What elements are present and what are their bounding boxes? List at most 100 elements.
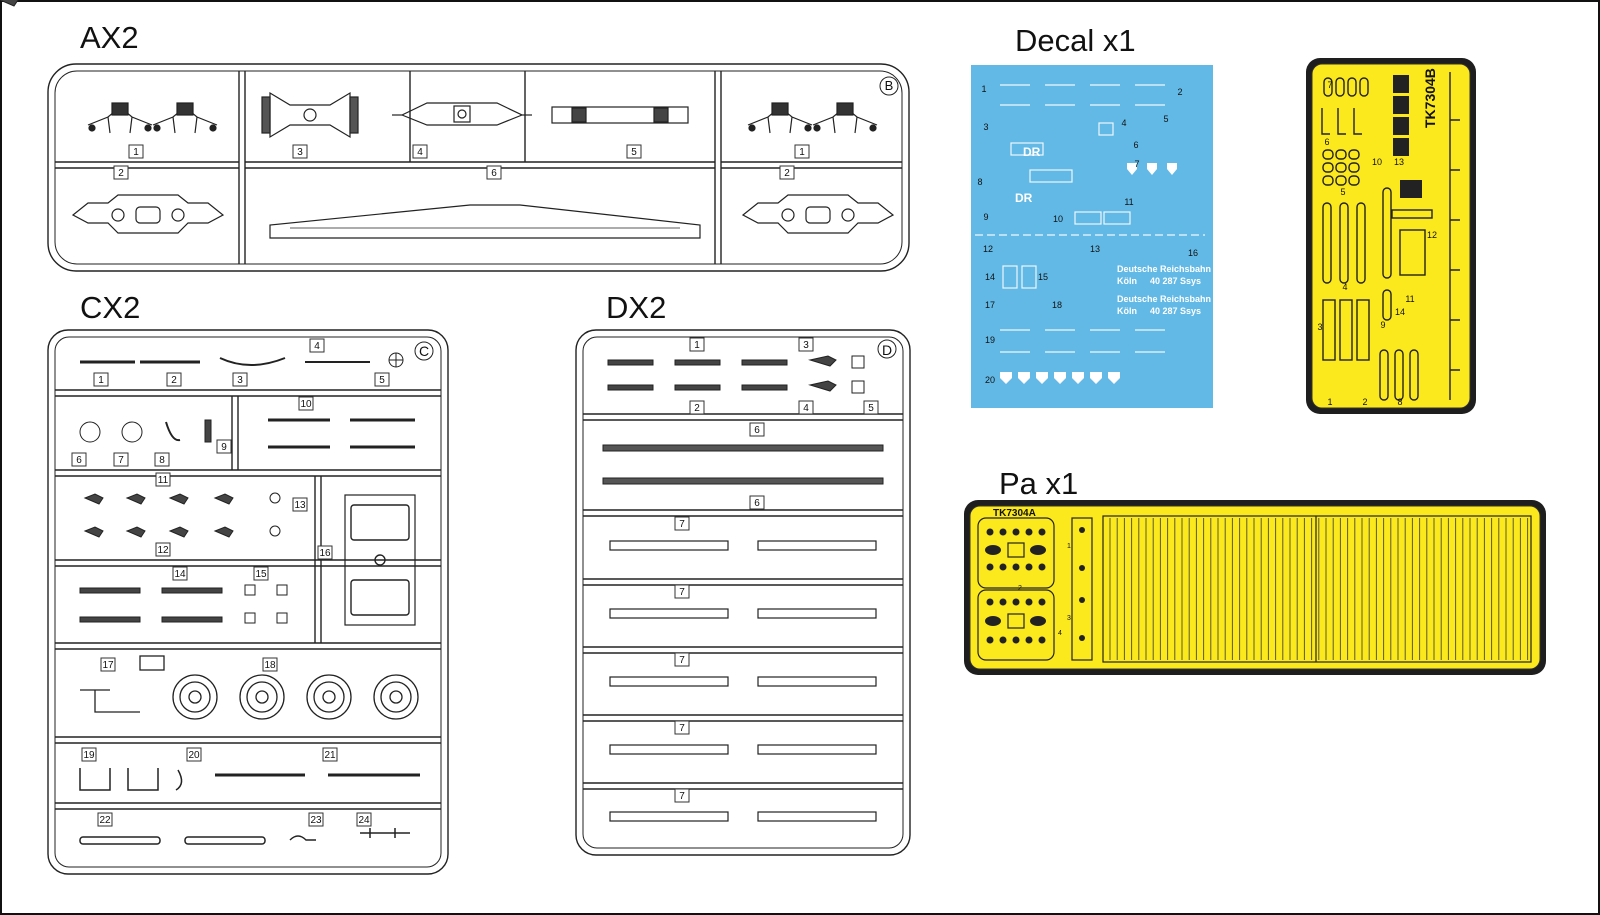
svg-text:3: 3 (803, 340, 809, 351)
svg-text:10: 10 (300, 399, 312, 410)
svg-text:1: 1 (1327, 397, 1332, 407)
part-number-c-4: 4 (309, 338, 325, 353)
svg-text:7: 7 (1134, 159, 1139, 169)
sprue-letter-c: C (419, 343, 429, 359)
svg-text:9: 9 (1380, 320, 1385, 330)
svg-text:16: 16 (1188, 248, 1198, 258)
svg-text:2: 2 (1362, 397, 1367, 407)
svg-text:14: 14 (174, 569, 186, 580)
svg-text:17: 17 (985, 300, 995, 310)
sprue-letter-d: D (882, 342, 892, 358)
svg-text:24: 24 (358, 815, 370, 826)
part-number-c-3: 3 (232, 372, 248, 387)
etch-fret-a: TK7304A (964, 500, 1546, 675)
svg-text:4: 4 (1342, 282, 1347, 292)
svg-text:18: 18 (1052, 300, 1062, 310)
svg-text:23: 23 (310, 815, 322, 826)
svg-text:17: 17 (102, 660, 114, 671)
decal-text-number: 40 287 (1150, 276, 1178, 286)
part-number-d-3: 3 (798, 337, 814, 352)
svg-text:C: C (419, 343, 429, 359)
svg-text:7: 7 (118, 455, 124, 466)
part-number-d-5: 5 (863, 400, 879, 415)
svg-text:6: 6 (1133, 140, 1138, 150)
svg-text:20: 20 (985, 375, 995, 385)
svg-text:1: 1 (98, 375, 104, 386)
part-number-c-13: 13 (292, 497, 308, 512)
decal-number-12: 12 (983, 244, 993, 254)
svg-text:6: 6 (491, 168, 497, 179)
decal-number-5: 5 (1163, 114, 1168, 124)
svg-text:4: 4 (1121, 118, 1126, 128)
svg-text:5: 5 (868, 403, 874, 414)
etch-b-number-13: 13 (1394, 157, 1404, 167)
etch-a-code: TK7304A (993, 508, 1036, 519)
etch-b-number-6: 6 (1324, 137, 1329, 147)
svg-text:D: D (882, 342, 892, 358)
decal-number-2: 2 (1177, 87, 1182, 97)
svg-text:7: 7 (679, 655, 685, 666)
part-number-d-9: 7 (674, 584, 690, 599)
part-number-c-6: 6 (71, 452, 87, 467)
part-number-c-1: 1 (93, 372, 109, 387)
svg-text:5: 5 (631, 147, 637, 158)
part-number-d-8: 7 (674, 516, 690, 531)
decal-text-dr-2: DR (1015, 191, 1033, 205)
svg-text:13: 13 (1090, 244, 1100, 254)
decal-number-9: 9 (983, 212, 988, 222)
part-number-d-6: 6 (749, 422, 765, 437)
part-number-d-4: 4 (798, 400, 814, 415)
svg-text:1: 1 (1067, 543, 1071, 550)
svg-text:1: 1 (981, 84, 986, 94)
part-number-d-1: 1 (689, 337, 705, 352)
svg-text:7: 7 (679, 791, 685, 802)
sprue-c-parts (0, 0, 420, 845)
svg-text:5: 5 (1163, 114, 1168, 124)
etch-a-number-2: 2 (1018, 585, 1022, 592)
part-number-c-10: 10 (298, 396, 314, 411)
svg-text:6: 6 (754, 498, 760, 509)
svg-text:12: 12 (983, 244, 993, 254)
part-number-c-9: 9 (216, 439, 232, 454)
sprue-d-parts (602, 355, 884, 822)
svg-text:5: 5 (379, 375, 385, 386)
svg-text:1: 1 (133, 147, 139, 158)
svg-text:8: 8 (977, 177, 982, 187)
svg-text:11: 11 (1124, 197, 1133, 207)
svg-text:16: 16 (319, 548, 331, 559)
part-number-c-11: 11 (155, 472, 171, 487)
part-number-a-6: 6 (486, 165, 502, 180)
svg-text:10: 10 (1053, 214, 1063, 224)
part-number-d-10: 7 (674, 652, 690, 667)
etch-b-number-5: 5 (1340, 187, 1345, 197)
decal-number-16: 16 (1188, 248, 1198, 258)
part-number-a-2: 2 (113, 165, 129, 180)
part-number-c-18: 18 (262, 657, 278, 672)
decal-number-4: 4 (1121, 118, 1126, 128)
part-number-d-2: 2 (689, 400, 705, 415)
sprue-letter-b: B (885, 78, 894, 93)
svg-text:8: 8 (159, 455, 165, 466)
svg-text:2: 2 (694, 403, 700, 414)
svg-text:2: 2 (118, 168, 124, 179)
svg-text:15: 15 (1038, 272, 1048, 282)
decal-number-8: 8 (977, 177, 982, 187)
decal-number-15: 15 (1038, 272, 1048, 282)
part-number-c-15: 15 (253, 566, 269, 581)
svg-text:4: 4 (1058, 630, 1062, 637)
svg-text:4: 4 (314, 341, 320, 352)
part-number-c-8: 8 (154, 452, 170, 467)
part-number-c-17: 17 (100, 657, 116, 672)
decal-text-reichsbahn: Deutsche Reichsbahn (1117, 264, 1211, 274)
decal-number-6: 6 (1133, 140, 1138, 150)
part-number-c-23: 23 (308, 812, 324, 827)
decal-text-koeln: Köln (1117, 276, 1137, 286)
svg-text:19: 19 (985, 335, 995, 345)
svg-text:8: 8 (1397, 397, 1402, 407)
svg-text:19: 19 (83, 750, 95, 761)
part-number-c-14: 14 (172, 566, 188, 581)
svg-text:12: 12 (157, 545, 169, 556)
part-number-d-7: 6 (749, 495, 765, 510)
part-number-c-24: 24 (356, 812, 372, 827)
